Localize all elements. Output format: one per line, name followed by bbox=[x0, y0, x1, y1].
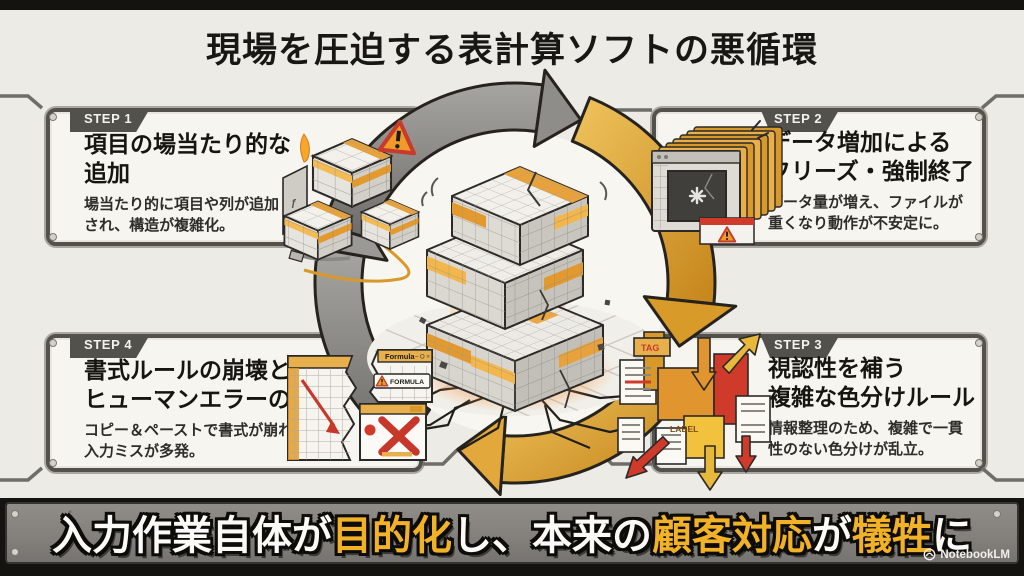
step4-body-line2: 入力ミスが多発。 bbox=[84, 443, 205, 461]
cycle-arrow-step3-to-step4 bbox=[456, 371, 679, 496]
rivet bbox=[49, 459, 57, 467]
rivet bbox=[49, 339, 57, 347]
headline-segment: に bbox=[932, 514, 972, 558]
step2-text: データ増加による フリーズ・強制終了 データ量が増え、ファイルが 重くなり動作が… bbox=[768, 128, 984, 235]
step1-heading-line1: 項目の場当たり的な bbox=[84, 131, 291, 157]
headline-segment: 入力作業自体が bbox=[52, 514, 332, 558]
step2-box: STEP 2 データ増加による フリーズ・強制終了 データ量が増え、ファイルが … bbox=[652, 108, 986, 246]
rivet bbox=[11, 548, 19, 556]
step1-body-line2: され、構造が複雑化。 bbox=[84, 217, 235, 235]
step3-body-line2: 性のない色分けが乱立。 bbox=[768, 441, 934, 459]
step1-heading-line2: 追加 bbox=[84, 159, 130, 186]
step4-text: 書式ルールの崩壊と ヒューマンエラーの誘発 コピー＆ペーストで書式が崩れ、 入力… bbox=[84, 356, 352, 463]
rivet bbox=[975, 233, 983, 241]
headline-segment-highlight: 犠牲 bbox=[852, 514, 932, 558]
step3-label: STEP 3 bbox=[760, 334, 840, 358]
bottom-banner: 入力作業自体が目的化し、本来の顧客対応が犠牲に NotebookLM bbox=[0, 498, 1024, 576]
step3-text: 視認性を補う 複雑な色分けルール 情報整理のため、複雑で一貫 性のない色分けが乱… bbox=[768, 354, 984, 461]
headline-segment-highlight: 顧客対応 bbox=[652, 514, 812, 558]
crumbling-spreadsheet-tower bbox=[418, 166, 611, 412]
rivet bbox=[975, 459, 983, 467]
step1-label: STEP 1 bbox=[70, 108, 150, 132]
step1-box: STEP 1 項目の場当たり的な 追加 場当たり的に項目や列が追加 され、構造が… bbox=[46, 108, 423, 246]
rivet bbox=[975, 339, 983, 347]
step2-body-line2: 重くなり動作が不安定に。 bbox=[768, 215, 949, 233]
banner-headline: 入力作業自体が目的化し、本来の顧客対応が犠牲に bbox=[0, 501, 1024, 563]
notebooklm-icon bbox=[923, 548, 936, 561]
rivet bbox=[975, 113, 983, 121]
step4-box: STEP 4 書式ルールの崩壊と ヒューマンエラーの誘発 コピー＆ペーストで書式… bbox=[46, 334, 423, 472]
rivet bbox=[49, 233, 57, 241]
step3-heading-line2: 複雑な色分けルール bbox=[768, 383, 975, 410]
step1-body-line1: 場当たり的に項目や列が追加 bbox=[84, 196, 280, 214]
lava-glow bbox=[415, 290, 615, 412]
step4-heading-line1: 書式ルールの崩壊と bbox=[84, 357, 291, 383]
step1-text: 項目の場当たり的な 追加 場当たり的に項目や列が追加 され、構造が複雑化。 bbox=[84, 130, 352, 237]
step2-heading-line1: データ増加による bbox=[768, 129, 952, 155]
step2-body-line1: データ量が増え、ファイルが bbox=[768, 194, 964, 212]
headline-segment: し、本来の bbox=[452, 514, 652, 558]
step4-body-line1: コピー＆ペーストで書式が崩れ、 bbox=[84, 422, 309, 440]
top-letterbox-strip bbox=[0, 0, 1024, 10]
rivet bbox=[11, 510, 19, 518]
step2-heading-line2: フリーズ・強制終了 bbox=[768, 157, 974, 184]
step4-heading-line2: ヒューマンエラーの誘発 bbox=[84, 385, 337, 412]
headline-segment-highlight: 目的化 bbox=[332, 514, 452, 558]
notebooklm-badge: NotebookLM bbox=[923, 548, 1010, 561]
headline-segment: が bbox=[812, 514, 852, 558]
page-title: 現場を圧迫する表計算ソフトの悪循環 bbox=[205, 31, 818, 70]
step3-body-line1: 情報整理のため、複雑で一貫 bbox=[768, 420, 964, 438]
step3-heading-line1: 視認性を補う bbox=[768, 355, 906, 381]
step3-box: STEP 3 視認性を補う 複雑な色分けルール 情報整理のため、複雑で一貫 性の… bbox=[652, 334, 986, 472]
rivet bbox=[993, 510, 1001, 518]
banner-plate bbox=[5, 502, 1019, 564]
notebooklm-label: NotebookLM bbox=[940, 548, 1010, 561]
rivet bbox=[49, 113, 57, 121]
step4-label: STEP 4 bbox=[70, 334, 150, 358]
